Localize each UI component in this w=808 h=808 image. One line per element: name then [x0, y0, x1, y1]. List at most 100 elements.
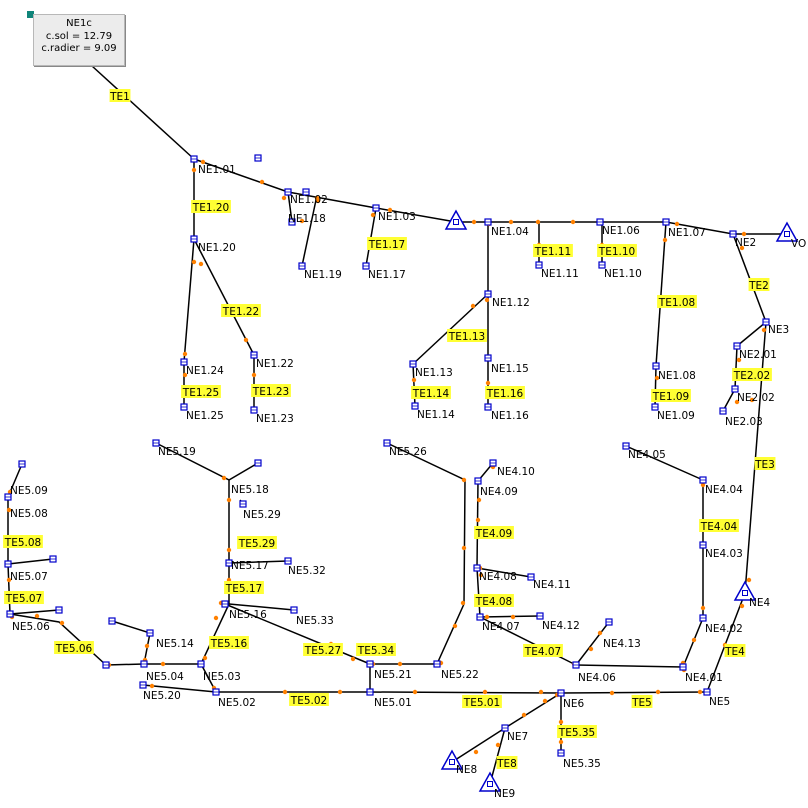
node-ne3[interactable]: [762, 318, 770, 326]
node-ne1-11[interactable]: [535, 261, 543, 269]
pipe-34[interactable]: [476, 480, 479, 569]
node-ne5-35[interactable]: [557, 749, 565, 757]
node-ne6[interactable]: [557, 689, 565, 697]
node-extra-1[interactable]: [302, 188, 310, 196]
node-ne4-09[interactable]: [474, 477, 482, 485]
pipe-50[interactable]: [7, 558, 54, 565]
node-ne1-03[interactable]: [372, 204, 380, 212]
pipe-31[interactable]: [575, 621, 610, 666]
node-ne1-02[interactable]: [284, 188, 292, 196]
node-ne5-18[interactable]: [254, 459, 262, 467]
node-ne1-17[interactable]: [362, 262, 370, 270]
node-ne4-12[interactable]: [536, 612, 544, 620]
pipe-44[interactable]: [200, 603, 230, 665]
node-ne1-19[interactable]: [298, 262, 306, 270]
reservoir-tank-ne1-04[interactable]: [444, 209, 468, 230]
node-ne5[interactable]: [703, 688, 711, 696]
node-ne1-20[interactable]: [190, 235, 198, 243]
node-ne1-01[interactable]: [190, 155, 198, 163]
node-ne1-22[interactable]: [250, 351, 258, 359]
node-ne5-03[interactable]: [197, 660, 205, 668]
node-ne1-25[interactable]: [180, 403, 188, 411]
node-ne5-32[interactable]: [284, 557, 292, 565]
node-ne5-08[interactable]: [4, 493, 12, 501]
node-ne4-02[interactable]: [699, 614, 707, 622]
pipe-25[interactable]: [625, 445, 704, 481]
pipe-17[interactable]: [655, 221, 667, 367]
node-ne5-06[interactable]: [6, 610, 14, 618]
node-ne5-19[interactable]: [152, 439, 160, 447]
node-ne1-06[interactable]: [596, 218, 604, 226]
pipe-49[interactable]: [7, 463, 23, 615]
reservoir-ne9[interactable]: [478, 771, 502, 792]
node-ne5-22[interactable]: [433, 660, 441, 668]
pipe-20[interactable]: [736, 321, 767, 347]
pipe-22[interactable]: [722, 388, 736, 412]
node-ne4-03[interactable]: [699, 541, 707, 549]
node-ne1-24[interactable]: [180, 358, 188, 366]
pipe-3[interactable]: [301, 199, 317, 267]
pipe-53[interactable]: [216, 691, 708, 694]
node-ne5-20[interactable]: [139, 681, 147, 689]
pipe-32[interactable]: [476, 567, 481, 618]
pipe-8[interactable]: [193, 238, 255, 356]
node-extra-2[interactable]: [49, 555, 57, 563]
node-ne5-01[interactable]: [366, 688, 374, 696]
pipe-21[interactable]: [734, 345, 738, 390]
node-ne4-01[interactable]: [679, 663, 687, 671]
pipe-28[interactable]: [575, 664, 684, 668]
node-ne1-15[interactable]: [484, 354, 492, 362]
node-ne1-18[interactable]: [288, 218, 296, 226]
reservoir-ne4[interactable]: [733, 580, 757, 601]
node-ne1-09[interactable]: [651, 403, 659, 411]
node-ne2[interactable]: [729, 230, 737, 238]
node-ne5-07[interactable]: [4, 560, 12, 568]
node-ne1-13[interactable]: [409, 360, 417, 368]
node-ne1-23[interactable]: [250, 406, 258, 414]
node-ne5-09[interactable]: [18, 460, 26, 468]
node-ne1-04[interactable]: [484, 218, 492, 226]
node-ne4-04[interactable]: [699, 476, 707, 484]
node-ne1-12[interactable]: [484, 290, 492, 298]
node-ne4-05[interactable]: [622, 442, 630, 450]
pipe-24[interactable]: [706, 592, 746, 693]
node-ne7[interactable]: [501, 724, 509, 732]
pipe-2[interactable]: [287, 191, 293, 223]
selection-marker[interactable]: [27, 11, 34, 18]
pipe-48[interactable]: [9, 609, 60, 615]
node-ne4-08[interactable]: [473, 564, 481, 572]
node-ne1-08[interactable]: [652, 362, 660, 370]
node-ne5-04[interactable]: [140, 660, 148, 668]
node-ne1-07[interactable]: [662, 218, 670, 226]
node-ne4-07[interactable]: [476, 613, 484, 621]
node-info-box[interactable]: NE1c c.sol = 12.79 c.radier = 9.09: [33, 14, 125, 66]
pipe-30[interactable]: [479, 615, 541, 618]
pipe-39[interactable]: [155, 442, 230, 604]
node-ne4-10[interactable]: [489, 459, 497, 467]
reservoir-vo[interactable]: [775, 221, 799, 242]
pipe-36[interactable]: [386, 442, 466, 665]
pipe-38[interactable]: [224, 603, 371, 665]
node-ne2-02[interactable]: [731, 385, 739, 393]
node-extra-0[interactable]: [254, 154, 262, 162]
node-ne5-21[interactable]: [366, 660, 374, 668]
pipe-6[interactable]: [183, 238, 195, 363]
pipe-43[interactable]: [228, 603, 295, 611]
node-ne1-16[interactable]: [484, 403, 492, 411]
node-ne4-11[interactable]: [527, 573, 535, 581]
pipe-0[interactable]: [91, 65, 195, 160]
pipe-33[interactable]: [476, 567, 532, 578]
node-ne1-10[interactable]: [598, 261, 606, 269]
node-ne1-14[interactable]: [411, 402, 419, 410]
node-ne2-01[interactable]: [733, 342, 741, 350]
node-ne4-06[interactable]: [572, 661, 580, 669]
node-ne5-02[interactable]: [212, 688, 220, 696]
node-ne4-13[interactable]: [605, 618, 613, 626]
node-ne5-14[interactable]: [146, 629, 154, 637]
node-ne5-17[interactable]: [225, 559, 233, 567]
node-ne5-16[interactable]: [221, 600, 229, 608]
node-ne5-33[interactable]: [290, 606, 298, 614]
node-ne5-26[interactable]: [383, 439, 391, 447]
node-extra-4[interactable]: [108, 617, 116, 625]
